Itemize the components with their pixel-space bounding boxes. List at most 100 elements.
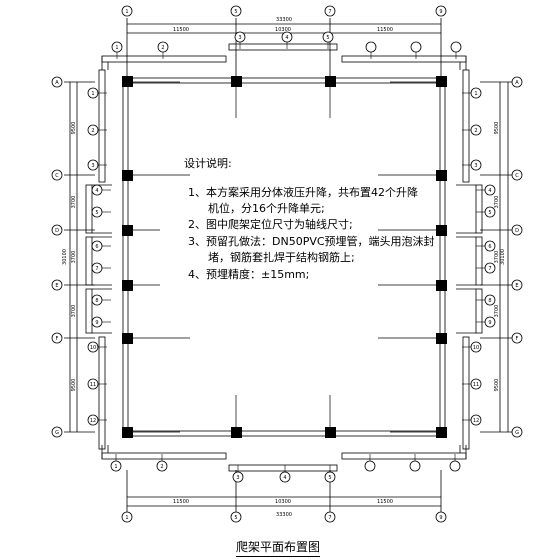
svg-text:2: 2: [160, 464, 163, 470]
unit-marker-left: 3: [87, 159, 99, 171]
frame-left-strips: [85, 69, 112, 450]
axis-bubble-left: A: [51, 76, 63, 88]
svg-text:2: 2: [161, 45, 164, 51]
axis-bubble-right: D: [511, 224, 523, 236]
frame-top-right: [341, 55, 467, 70]
unit-marker-bottom-extra: [364, 460, 376, 472]
svg-text:G: G: [515, 430, 519, 436]
unit-marker-right: 5: [484, 206, 496, 218]
svg-text:C: C: [55, 173, 59, 179]
unit-marker-bottom: 1: [110, 460, 122, 472]
dim-right-part: 3700: [494, 305, 500, 318]
unit-marker-left: 6: [91, 240, 103, 252]
svg-text:5: 5: [234, 9, 237, 15]
unit-marker-right: 12: [470, 414, 482, 426]
svg-text:5: 5: [234, 515, 237, 521]
column: [231, 76, 242, 87]
axis-bubble-bottom: 9: [435, 511, 447, 523]
unit-marker-bottom: 2: [156, 460, 168, 472]
svg-text:F: F: [56, 336, 59, 342]
svg-text:4: 4: [285, 35, 288, 41]
column: [436, 427, 447, 438]
dim-bottom-part: 11500: [173, 499, 189, 505]
svg-text:3: 3: [236, 475, 239, 481]
svg-text:5: 5: [488, 210, 491, 216]
dim-top-part: 10300: [275, 27, 291, 33]
axis-bubble-right: E: [511, 279, 523, 291]
dim-left-total: 30100: [62, 249, 68, 265]
svg-text:D: D: [515, 228, 519, 234]
dim-left-part: 3700: [71, 196, 77, 209]
axis-bubble-right: F: [511, 332, 523, 344]
dim-top-total: 33300: [276, 17, 292, 23]
unit-marker-right: 4: [484, 184, 496, 196]
column: [436, 333, 447, 344]
axis-bubble-top: 7: [324, 5, 336, 17]
dim-right-part: 3700: [494, 196, 500, 209]
svg-text:6: 6: [488, 244, 491, 250]
unit-marker-right: 3: [470, 159, 482, 171]
axis-bubble-top: 1: [121, 5, 133, 17]
svg-text:3: 3: [474, 163, 477, 169]
unit-marker-right: 11: [470, 378, 482, 390]
dim-right-part: 9500: [494, 122, 500, 135]
svg-text:1: 1: [125, 515, 128, 521]
svg-text:E: E: [55, 283, 58, 289]
dim-top-part: 11500: [173, 27, 189, 33]
axis-bubble-bottom: 5: [230, 511, 242, 523]
column: [122, 427, 133, 438]
unit-marker-left: 9: [91, 316, 103, 328]
svg-text:3: 3: [238, 35, 241, 41]
unit-marker-right: 6: [484, 240, 496, 252]
axis-bubble-right: G: [511, 426, 523, 438]
unit-marker-left: 8: [91, 294, 103, 306]
unit-marker-bottom: 3: [232, 471, 244, 483]
column: [122, 225, 133, 236]
svg-text:1: 1: [91, 91, 94, 97]
column: [122, 170, 133, 181]
dim-bottom-part: 10300: [275, 499, 291, 505]
svg-text:2: 2: [91, 128, 94, 134]
frame-bottom-left: [101, 445, 227, 460]
svg-text:7: 7: [488, 266, 491, 272]
svg-text:5: 5: [326, 35, 329, 41]
unit-marker-right: 7: [484, 262, 496, 274]
dim-left-part: 9500: [71, 379, 77, 392]
unit-marker-top: 2: [157, 41, 169, 53]
svg-text:F: F: [516, 336, 519, 342]
axis-bubble-left: D: [51, 224, 63, 236]
svg-text:6: 6: [95, 244, 98, 250]
svg-text:G: G: [55, 430, 59, 436]
frame-top-mid: [228, 43, 338, 51]
dim-top-part: 11500: [377, 27, 393, 33]
svg-text:8: 8: [95, 298, 98, 304]
unit-marker-top: 5: [322, 31, 334, 43]
unit-marker-top-extra: [410, 41, 422, 53]
axis-bubble-left: C: [51, 169, 63, 181]
frame-top-left: [101, 55, 227, 70]
svg-text:11: 11: [90, 382, 96, 388]
svg-text:1: 1: [115, 45, 118, 51]
svg-text:1: 1: [125, 9, 128, 15]
svg-text:4: 4: [283, 475, 286, 481]
unit-marker-right: 9: [484, 316, 496, 328]
axis-bubble-left: F: [51, 332, 63, 344]
unit-marker-top-extra: [450, 41, 462, 53]
svg-text:5: 5: [328, 475, 331, 481]
dim-left-part: 3700: [71, 305, 77, 318]
axis-bubble-right: A: [511, 76, 523, 88]
frame-bottom-right: [341, 445, 467, 460]
svg-text:5: 5: [95, 210, 98, 216]
svg-text:E: E: [515, 283, 518, 289]
column: [231, 427, 242, 438]
svg-text:7: 7: [328, 515, 331, 521]
svg-text:9: 9: [95, 320, 98, 326]
unit-marker-bottom: 4: [279, 471, 291, 483]
svg-text:12: 12: [473, 418, 479, 424]
unit-marker-left: 1: [87, 87, 99, 99]
dim-left-part: 3700: [71, 251, 77, 264]
svg-text:8: 8: [488, 298, 491, 304]
svg-text:7: 7: [328, 9, 331, 15]
